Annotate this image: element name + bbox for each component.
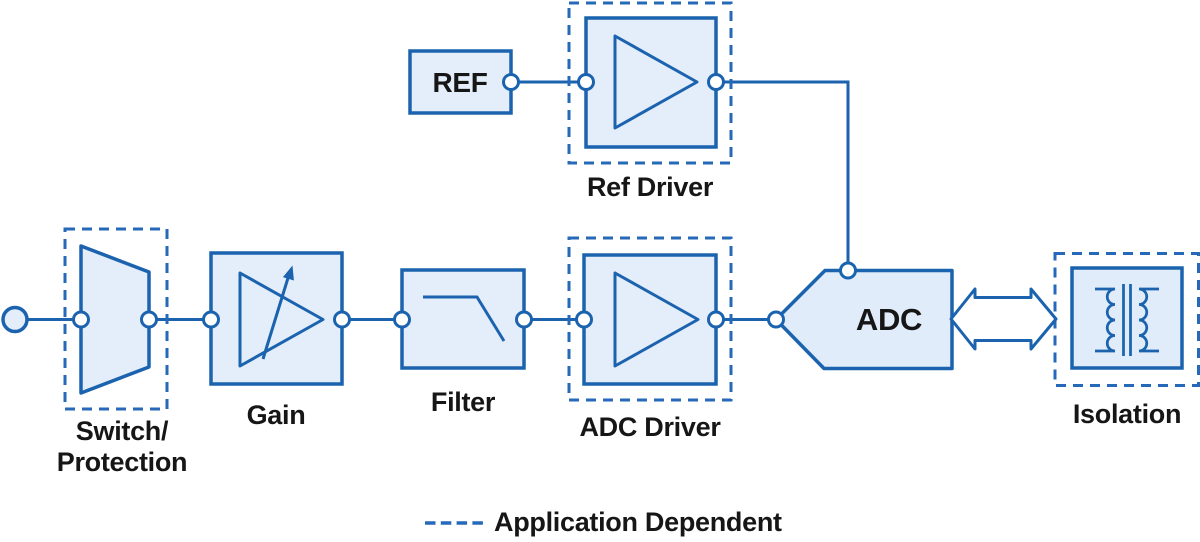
gain-arrow-head-icon xyxy=(282,265,294,281)
isolation-block xyxy=(1070,266,1184,370)
node-switch-out xyxy=(140,310,158,329)
node-filter-in xyxy=(393,310,411,329)
node-ref-out xyxy=(502,73,520,91)
switch-protection-dashed-outline xyxy=(63,227,169,411)
isolation-label: Isolation xyxy=(1072,399,1182,429)
node-switch-in xyxy=(72,310,90,329)
filter-label: Filter xyxy=(430,387,496,417)
node-filter-out xyxy=(515,310,533,329)
bidirectional-arrow-icon xyxy=(949,287,1058,351)
node-adc-driver-out xyxy=(707,310,725,329)
node-adc-driver-in xyxy=(575,310,593,329)
gain-arrow-shaft xyxy=(261,277,290,360)
ref-driver-dashed-outline xyxy=(567,1,733,165)
node-gain-out xyxy=(333,310,351,329)
node-gain-in xyxy=(202,310,220,329)
gain-label: Gain xyxy=(246,400,306,430)
node-ref-driver-out xyxy=(707,73,725,91)
adc-driver-block xyxy=(582,253,718,386)
analog-input-terminal-icon xyxy=(1,305,29,334)
ref-driver-label: Ref Driver xyxy=(586,172,714,202)
transformer-left-winding xyxy=(1095,287,1116,353)
legend: Application Dependent xyxy=(425,507,782,538)
switch-protection-label-line1: Switch/ xyxy=(75,416,169,446)
node-ref-driver-in xyxy=(577,73,595,91)
adc-driver-dashed-outline xyxy=(567,236,733,402)
transformer-right-winding xyxy=(1138,287,1159,353)
ref-driver-amplifier-triangle-icon xyxy=(613,34,699,130)
ref-block-text: REF xyxy=(432,67,488,98)
application-dependent-dash-icon xyxy=(425,520,483,525)
switch-protection-label: Switch/Protection xyxy=(57,416,188,478)
adc-block-text: ADC xyxy=(855,302,923,337)
switch-mux-icon xyxy=(79,244,151,395)
transformer-icon xyxy=(1095,284,1159,356)
switch-protection-label-line2: Protection xyxy=(56,447,188,477)
lowpass-filter-icon xyxy=(423,295,506,342)
filter-block xyxy=(400,268,526,370)
legend-label: Application Dependent xyxy=(494,507,782,537)
adc-driver-amplifier-triangle-icon xyxy=(613,271,700,368)
connection-nodes xyxy=(72,73,857,329)
node-adc-in xyxy=(767,310,785,329)
adc-driver-label: ADC Driver xyxy=(579,412,721,442)
node-adc-ref-in xyxy=(839,261,857,280)
